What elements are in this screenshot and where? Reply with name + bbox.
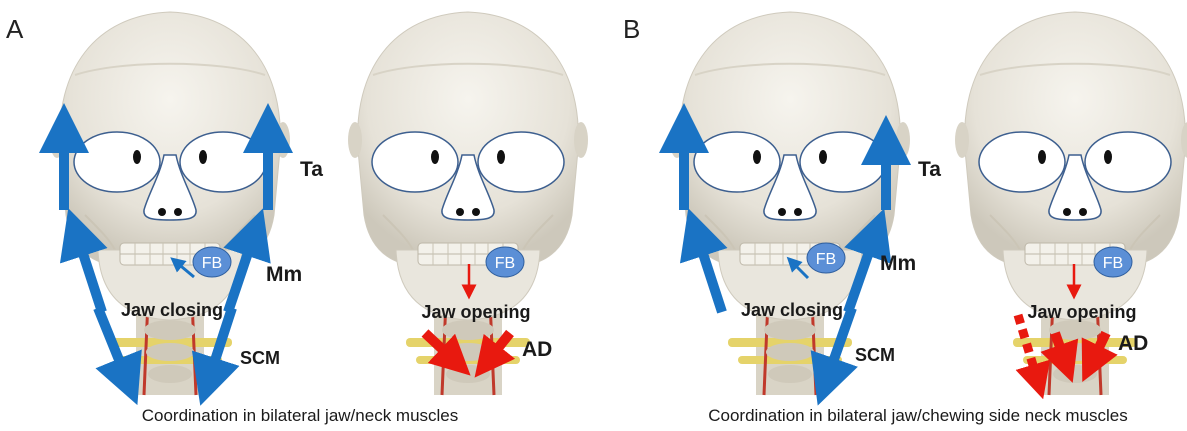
caption-b: Coordination in bilateral jaw/chewing si… — [708, 406, 1128, 425]
panel-b: B FB Jaw closing Ta Mm SCM FB Jaw openin… — [623, 12, 1187, 425]
fb-bubble-closing-b: FB — [807, 243, 845, 273]
ad-label-a: AD — [522, 338, 552, 361]
jaw-opening-label-a: Jaw opening — [421, 302, 530, 322]
fb-bubble-opening-a: FB — [486, 247, 524, 277]
mm-label-a: Mm — [266, 263, 302, 286]
skull-closing-b — [670, 12, 910, 395]
ad-arrow-dashed-b — [1018, 315, 1038, 382]
scm-label-a: SCM — [240, 348, 280, 368]
jaw-opening-label-b: Jaw opening — [1027, 302, 1136, 322]
ad-label-b: AD — [1118, 332, 1148, 355]
mm-label-b: Mm — [880, 252, 916, 275]
fb-label-closing-b: FB — [816, 251, 836, 268]
jaw-closing-label-b: Jaw closing — [741, 300, 843, 320]
skull-opening-b — [955, 12, 1187, 395]
fb-bubble-closing-a: FB — [193, 247, 231, 277]
panel-a: A FB Jaw closing Ta Mm SCM FB Jaw openin… — [6, 12, 588, 425]
panel-b-letter: B — [623, 14, 640, 44]
fb-label-closing-a: FB — [202, 255, 222, 272]
skull-closing-a — [50, 12, 290, 395]
caption-a: Coordination in bilateral jaw/neck muscl… — [142, 406, 459, 425]
fb-bubble-opening-b: FB — [1094, 247, 1132, 277]
panel-a-letter: A — [6, 14, 24, 44]
ta-label-a: Ta — [300, 158, 323, 181]
jaw-closing-label-a: Jaw closing — [121, 300, 223, 320]
ta-label-b: Ta — [918, 158, 941, 181]
fb-label-opening-a: FB — [495, 255, 515, 272]
scm-label-b: SCM — [855, 345, 895, 365]
fb-label-opening-b: FB — [1103, 255, 1123, 272]
